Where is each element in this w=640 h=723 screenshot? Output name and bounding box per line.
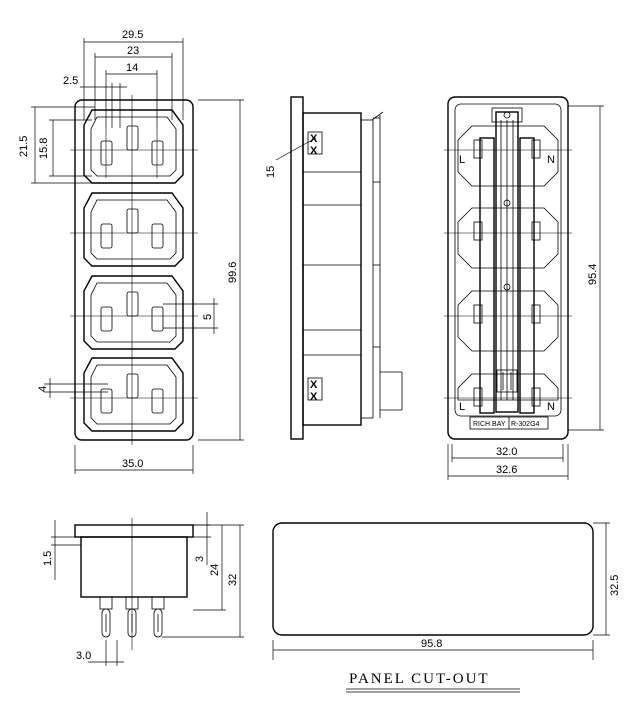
back-label-n-bottom: N	[547, 401, 555, 413]
model-label: R-302G4	[511, 421, 540, 428]
back-label-n-top: N	[547, 154, 555, 166]
dim-15: 15	[265, 166, 277, 178]
socket-1	[83, 109, 184, 184]
dim-3: 3	[194, 556, 206, 562]
cutout-title: PANEL CUT-OUT	[349, 671, 490, 687]
side-mark-4: X	[310, 391, 318, 403]
dim-35-0: 35.0	[122, 458, 143, 470]
front-view: 29.5 23 14 2.5 21.5 15.8 5 4	[18, 29, 244, 474]
dim-32: 32	[227, 574, 239, 586]
dim-5: 5	[202, 314, 214, 320]
socket-3	[83, 275, 184, 350]
side-mark-3: X	[310, 379, 318, 391]
dim-99-6: 99.6	[227, 262, 239, 283]
dim-32-5: 32.5	[609, 575, 621, 596]
dim-4: 4	[37, 386, 49, 392]
front-outline	[74, 99, 194, 441]
dim-2-5: 2.5	[63, 75, 78, 87]
back-label-l-top: L	[459, 154, 465, 166]
back-label-l-bottom: L	[459, 401, 465, 413]
dim-32-6: 32.6	[496, 464, 517, 476]
cutout-outline	[272, 522, 594, 636]
dim-95-8: 95.8	[421, 638, 442, 650]
socket-4	[83, 357, 184, 432]
dim-23: 23	[127, 45, 139, 57]
side-mark-2: X	[310, 145, 318, 157]
dim-21-5: 21.5	[18, 136, 30, 157]
dim-32-0: 32.0	[496, 446, 517, 458]
back-view: L N L N RICH BAY R-302G4 32.0 32.6 95.4	[444, 96, 604, 480]
socket-2	[83, 192, 184, 267]
dim-29-5: 29.5	[122, 29, 143, 41]
brand-label: RICH BAY	[473, 421, 506, 428]
dim-3-0: 3.0	[76, 650, 91, 662]
dim-24: 24	[209, 564, 221, 576]
dim-15-8: 15.8	[38, 138, 50, 159]
side-view: X X X X 15	[265, 96, 403, 440]
dim-14: 14	[126, 62, 138, 74]
panel-cutout: 95.8 32.5 PANEL CUT-OUT	[272, 522, 621, 693]
bottom-view: 1.5 3 24 32 3.0	[42, 512, 244, 666]
dim-95-4: 95.4	[587, 264, 599, 285]
dim-1-5: 1.5	[42, 551, 54, 566]
